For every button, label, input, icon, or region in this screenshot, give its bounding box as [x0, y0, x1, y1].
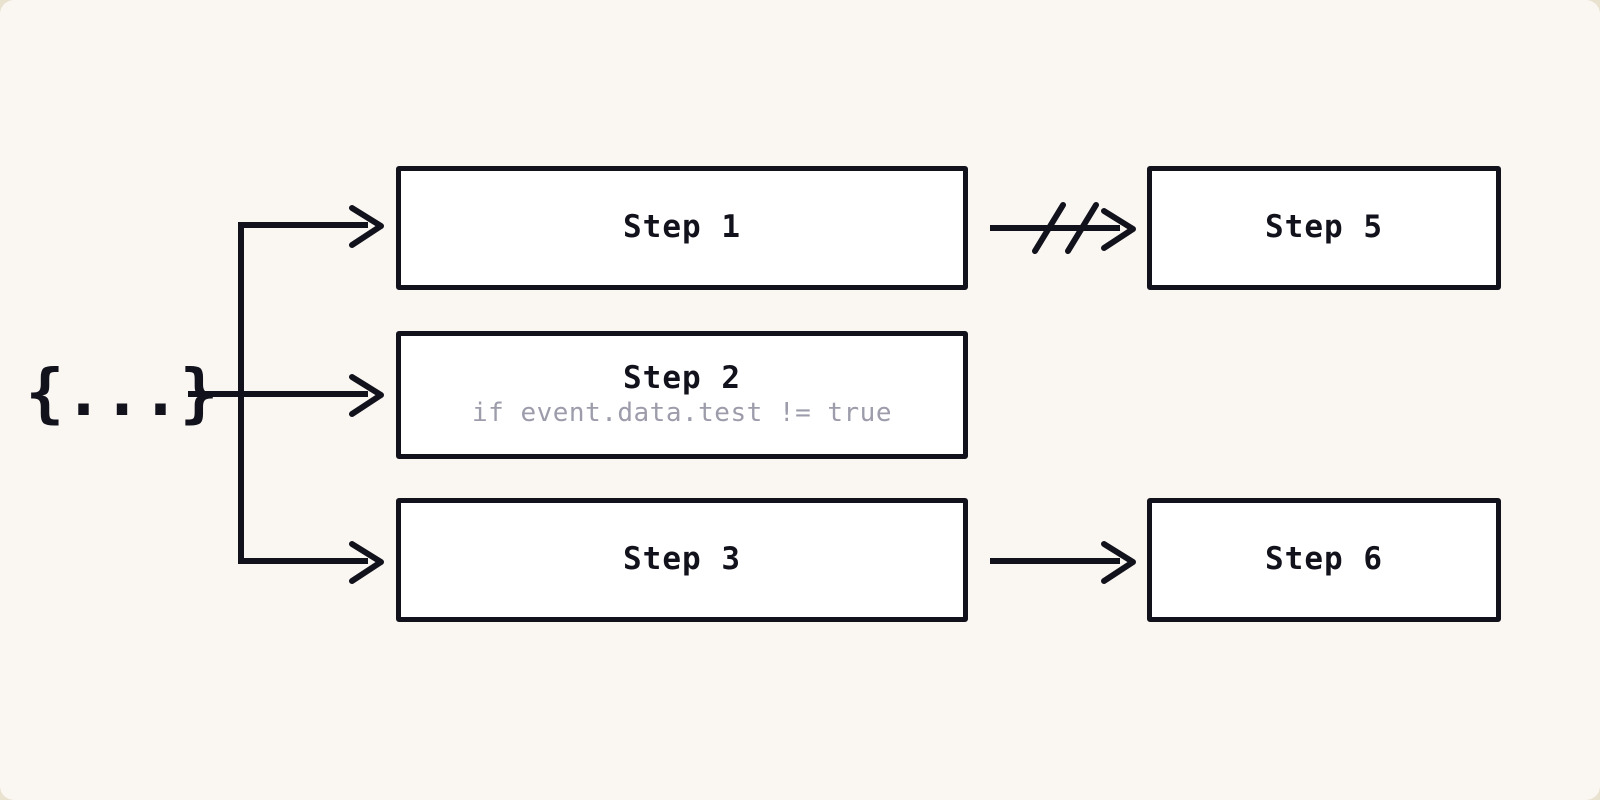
edge-source-step-2 [238, 374, 384, 417]
node-title: Step 1 [623, 209, 741, 246]
event-payload-glyph: {...} [25, 357, 219, 431]
event-source-node[interactable]: {...} [26, 340, 219, 448]
node-condition-expression: if event.data.test != true [472, 398, 892, 429]
node-title: Step 6 [1265, 541, 1383, 578]
node-step-3[interactable]: Step 3 [396, 498, 968, 622]
edge-step-1-step-5 [990, 202, 1136, 254]
node-step-1[interactable]: Step 1 [396, 166, 968, 290]
node-title: Step 5 [1265, 209, 1383, 246]
node-title: Step 3 [623, 541, 741, 578]
node-step-6[interactable]: Step 6 [1147, 498, 1501, 622]
node-step-2[interactable]: Step 2 if event.data.test != true [396, 331, 968, 459]
node-step-5[interactable]: Step 5 [1147, 166, 1501, 290]
edge-source-step-1 [238, 205, 384, 248]
node-title: Step 2 [623, 359, 741, 396]
edge-source-step-3 [238, 541, 384, 584]
edge-step-3-step-6 [990, 541, 1136, 584]
edge-disabled-slash-marker [1032, 202, 1099, 254]
